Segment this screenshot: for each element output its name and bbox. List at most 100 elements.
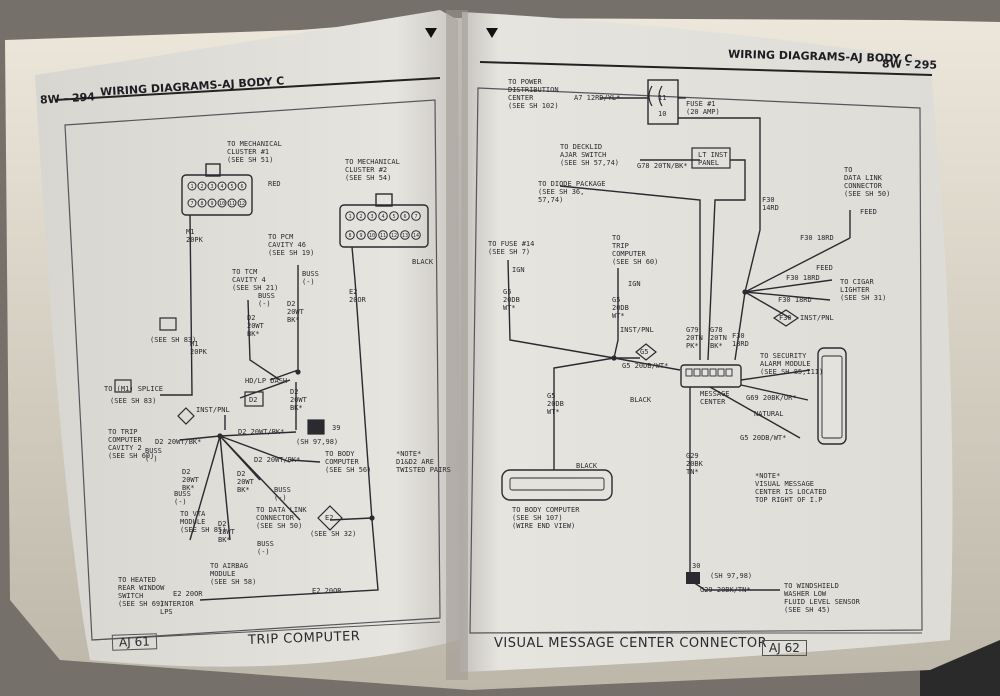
connector-pin-number: 12 — [391, 233, 397, 239]
label-see-sh-83-b: (SEE SH 83) — [110, 397, 157, 405]
label-black: BLACK — [412, 258, 434, 266]
label-f30-connector: F30 — [779, 314, 792, 322]
left-page-paper — [35, 10, 460, 667]
connector-pin-number: 11 — [229, 201, 235, 207]
label-to-data-link-r: TO DATA LINK CONNECTOR (SEE SH 50) — [844, 166, 891, 198]
label-buss-d: BUSS (-) — [174, 490, 191, 506]
label-feed-b: FEED — [816, 264, 833, 272]
label-to-washer: TO WINDSHIELD WASHER LOW FLUID LEVEL SEN… — [784, 582, 860, 614]
label-inst-pnl-r: INST/PNL — [620, 326, 654, 334]
label-hd-lp-dash: HD/LP DASH — [245, 377, 288, 385]
connector-pin-number: 6 — [403, 214, 406, 220]
right-footer-code: AJ 62 — [762, 640, 807, 656]
label-fuse-10: 10 — [658, 110, 667, 118]
label-d2-20wt-bk-f: D2 20WT BK* — [182, 468, 199, 492]
label-e2-connector: E2 — [325, 514, 334, 522]
connector-pin-number: 10 — [219, 201, 225, 207]
connector-pin-number: 8 — [348, 233, 351, 239]
label-e2-20or-line-b: E2 20OR — [312, 587, 342, 595]
label-f30-14rd: F30 14RD — [762, 196, 779, 212]
label-to-cigar: TO CIGAR LIGHTER (SEE SH 31) — [840, 278, 887, 302]
connector-pin-number: 10 — [369, 233, 375, 239]
label-to-diode: TO DIODE PACKAGE (SEE SH 36, 57,74) — [538, 180, 606, 204]
label-lt-inst-panel: LT INST PANEL — [698, 151, 728, 167]
label-to-security: TO SECURITY ALARM MODULE (SEE SH 85,111) — [760, 352, 824, 376]
connector-pin-number: 8 — [200, 201, 203, 207]
label-fuse-1: FUSE #1 (20 AMP) — [686, 100, 720, 116]
label-buss-e: BUSS (-) — [274, 486, 291, 502]
label-m1-20pk-b: M1 20PK — [190, 340, 207, 356]
label-d2-line-d: D2 20WT/BK* — [238, 428, 285, 436]
label-note-vmc: *NOTE* VISUAL MESSAGE CENTER IS LOCATED … — [755, 472, 827, 504]
label-inst-pnl-r2: INST/PNL — [800, 314, 834, 322]
label-buss-f: BUSS (-) — [257, 540, 274, 556]
label-to-tcm: TO TCM CAVITY 4 (SEE SH 21) — [232, 268, 279, 292]
label-red: RED — [268, 180, 281, 188]
body-computer-connector-shape — [501, 469, 613, 501]
label-d2-line-e: D2 20WT/BK* — [254, 456, 301, 464]
label-message-center: MESSAGE CENTER — [700, 390, 730, 406]
label-to-data-link: TO DATA LINK CONNECTOR (SEE SH 50) — [256, 506, 307, 530]
label-mech-cluster-2: TO MECHANICAL CLUSTER #2 (SEE SH 54) — [345, 158, 400, 182]
connector-pin-number: 2 — [359, 214, 362, 220]
right-page-paper — [460, 12, 953, 672]
label-to-pcm: TO PCM CAVITY 46 (SEE SH 19) — [268, 233, 315, 257]
label-ground-30: 30 — [692, 562, 701, 570]
label-g29-line: G29 20BK/TN* — [700, 586, 751, 594]
label-buss-a: BUSS (-) — [258, 292, 275, 308]
cluster-2-connector-shape — [339, 204, 429, 248]
cluster-1-connector-shape — [181, 174, 253, 216]
label-sh-97-98: (SH 97,98) — [296, 438, 339, 446]
label-mech-cluster-1: TO MECHANICAL CLUSTER #1 (SEE SH 51) — [227, 140, 282, 164]
label-to-vta: TO VTA MODULE (SEE SH 85) — [180, 510, 227, 534]
fuse-block-shape — [647, 79, 679, 125]
label-g5-connector: G5 — [640, 348, 649, 356]
label-ground-39: 39 — [332, 424, 341, 432]
connector-pin-number: 14 — [413, 233, 419, 239]
label-g79: G79 20TN PK* — [686, 326, 703, 350]
label-splice: TO (M1) SPLICE — [104, 385, 164, 393]
label-g5-20db-c: G5 20DB WT* — [547, 392, 564, 416]
connector-pin-number: 13 — [402, 233, 408, 239]
label-g5-20db-b: G5 20DB WT* — [612, 296, 629, 320]
label-d2-20wt-bk-g: D2 20WT BK* — [237, 470, 254, 494]
connector-pin-number: 5 — [392, 214, 395, 220]
label-ign-a: IGN — [512, 266, 525, 274]
label-sh-97-98-r: (SH 97,98) — [710, 572, 753, 580]
label-fuse-11: 11 — [658, 94, 667, 102]
label-to-airbag: TO AIRBAG MODULE (SEE SH 58) — [210, 562, 257, 586]
connector-pin-number: 1 — [190, 184, 193, 190]
label-black-r2: BLACK — [576, 462, 598, 470]
label-to-fuse-14: TO FUSE #14 (SEE SH 7) — [488, 240, 535, 256]
label-interior-lps: INTERIOR LPS — [160, 600, 194, 616]
connector-pin-number: 4 — [220, 184, 223, 190]
connector-pin-number: 11 — [380, 233, 386, 239]
label-note-twisted: *NOTE* D1&D2 ARE TWISTED PAIRS — [396, 450, 451, 474]
label-g78-b: G78 20TN BK* — [710, 326, 727, 350]
label-to-trip-r: TO TRIP COMPUTER (SEE SH 60) — [612, 234, 659, 266]
label-e2-20or-line: E2 20OR — [173, 590, 203, 598]
label-g78: G78 20TN/BK* — [637, 162, 688, 170]
gutter-shadow — [446, 10, 468, 680]
security-alarm-connector-shape — [817, 347, 847, 445]
connector-pin-number: 3 — [210, 184, 213, 190]
label-natural: NATURAL — [754, 410, 784, 418]
label-to-decklid: TO DECKLID AJAR SWITCH (SEE SH 57,74) — [560, 143, 620, 167]
connector-pin-number: 3 — [370, 214, 373, 220]
connector-pin-number: 9 — [359, 233, 362, 239]
label-g5-20db-a: G5 20DB WT* — [503, 288, 520, 312]
right-footer-title: VISUAL MESSAGE CENTER CONNECTOR — [494, 636, 768, 651]
label-f30-18rd-c: F30 18RD — [778, 296, 812, 304]
connector-pin-number: 9 — [210, 201, 213, 207]
label-feed-a: FEED — [860, 208, 877, 216]
label-buss-c: BUSS (-) — [145, 447, 162, 463]
label-d2-18wt-bk: D2 18WT BK* — [218, 520, 235, 544]
label-d2-line: D2 20WT/BK* — [155, 438, 202, 446]
label-to-trip-computer: TO TRIP COMPUTER CAVITY 2 (SEE SH 60) — [108, 428, 155, 460]
label-to-pdc: TO POWER DISTRIBUTION CENTER (SEE SH 102… — [508, 78, 559, 110]
label-d2-20wt-bk-a: D2 20WT BK* — [247, 314, 264, 338]
label-d2-20wt-bk-b: D2 20WT BK* — [287, 300, 304, 324]
